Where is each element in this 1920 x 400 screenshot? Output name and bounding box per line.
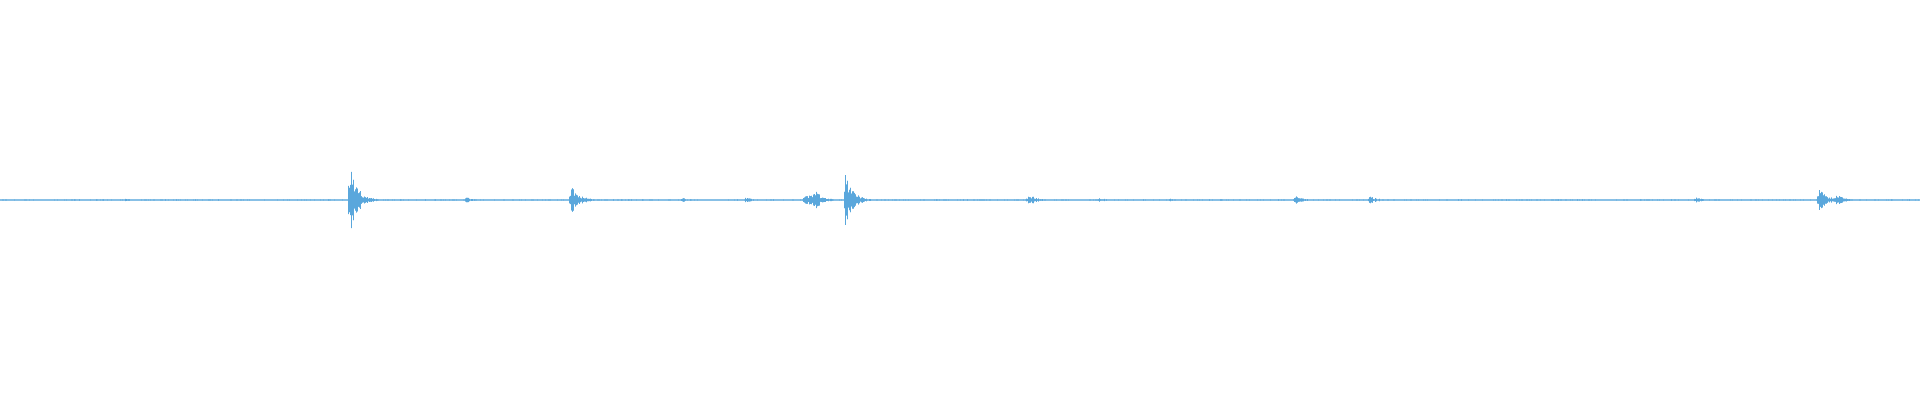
waveform-envelope xyxy=(0,171,1920,229)
waveform-samples xyxy=(0,171,1920,229)
